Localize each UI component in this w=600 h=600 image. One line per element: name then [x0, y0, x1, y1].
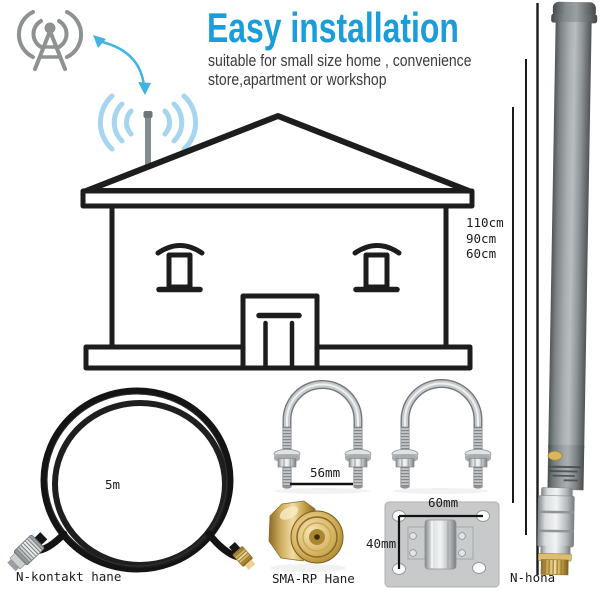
cable-connector-label: N-kontakt hane	[16, 569, 122, 584]
radio-tower-icon	[16, 10, 84, 71]
plate-height-label: 40mm	[366, 536, 397, 551]
sma-connector-photo	[268, 500, 346, 572]
subtitle-line-2: store,apartment or workshop	[208, 71, 387, 89]
cable-length-label: 5m	[105, 477, 121, 492]
sma-male-connector-small	[228, 541, 256, 570]
sma-connector-label: SMA-RP Hane	[272, 571, 355, 586]
house-illustration	[80, 113, 475, 371]
subtitle: suitable for small size home , convenien…	[208, 52, 472, 90]
length-reference-lines	[512, 3, 539, 575]
clamp-saddle	[424, 519, 457, 570]
u-bolt-left	[273, 380, 372, 494]
n-male-connector	[7, 532, 48, 572]
page-title: Easy installation	[207, 4, 459, 51]
signal-waves-icon	[97, 93, 199, 152]
plate-width-label: 60mm	[428, 495, 459, 510]
antenna-n-connector	[537, 487, 575, 576]
clamp-screws	[409, 532, 466, 557]
window-right	[352, 243, 402, 293]
rooftop-antenna	[143, 111, 153, 170]
antenna-connector-label: N-hona	[510, 570, 556, 585]
antenna-spec-print	[548, 465, 581, 482]
length-labels: 110cm 90cm 60cm	[466, 215, 504, 262]
u-bolt-size-label: 56mm	[310, 465, 341, 480]
door-porch	[240, 293, 320, 371]
length-label-60cm: 60cm	[466, 246, 497, 261]
transfer-arrow-icon	[93, 35, 151, 95]
mounting-plate-photo	[384, 501, 500, 588]
u-bolt-right	[391, 379, 492, 494]
window-left	[155, 243, 205, 293]
length-label-110cm: 110cm	[466, 215, 504, 230]
antenna-product-photo	[537, 1, 598, 576]
coax-cable-photo	[7, 387, 256, 573]
subtitle-line-1: suitable for small size home , convenien…	[208, 52, 472, 70]
antenna-logo-sticker	[547, 450, 563, 461]
length-label-90cm: 90cm	[466, 230, 497, 246]
